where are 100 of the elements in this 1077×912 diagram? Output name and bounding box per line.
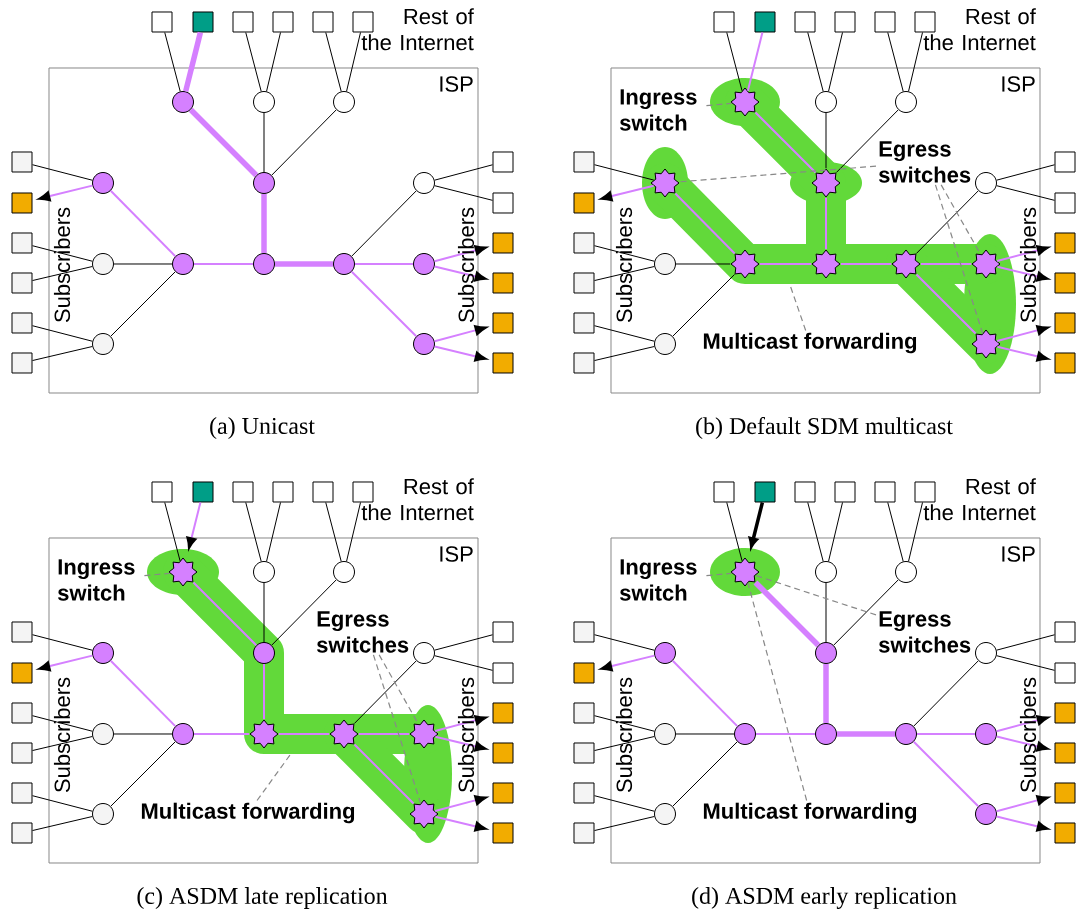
- link-line: [996, 185, 1055, 201]
- link-line: [434, 634, 493, 651]
- host-square: [1054, 662, 1076, 684]
- arrow: [38, 184, 94, 202]
- callout-text: Egress switches: [317, 611, 409, 653]
- switch-circle: [654, 642, 676, 664]
- link-line: [594, 325, 655, 342]
- host-square: [573, 702, 595, 724]
- switch-circle: [654, 723, 676, 745]
- host-square: [11, 621, 33, 643]
- link-line: [245, 32, 262, 92]
- switch-circle: [895, 561, 917, 583]
- host-square: [573, 621, 595, 643]
- switch-circle: [413, 333, 435, 355]
- host-square: [492, 232, 514, 254]
- link-line: [837, 731, 895, 737]
- switch-star: [891, 249, 921, 279]
- arrow: [434, 735, 487, 752]
- switch-circle: [413, 172, 435, 194]
- switch-star: [329, 719, 359, 749]
- link-line: [32, 325, 93, 342]
- link-line: [825, 582, 827, 643]
- switch-star: [971, 249, 1001, 279]
- host-square: [492, 782, 514, 804]
- leader-line: [143, 572, 171, 577]
- link-line: [271, 109, 337, 176]
- switch-circle: [895, 91, 917, 113]
- arrow: [600, 184, 655, 202]
- link-line: [828, 32, 843, 92]
- arrow: [433, 245, 487, 263]
- host-square: [192, 11, 214, 33]
- link-line: [996, 164, 1055, 181]
- link-line: [271, 579, 337, 646]
- link-line: [110, 271, 176, 337]
- region-label: Rest of the Internet: [361, 478, 474, 521]
- leader-line: [789, 284, 807, 332]
- arrow: [995, 715, 1049, 733]
- switch-circle: [815, 561, 837, 583]
- link-line: [183, 31, 204, 92]
- host-square: [492, 192, 514, 214]
- link-line: [726, 32, 743, 92]
- link-line: [32, 164, 93, 181]
- host-square: [11, 702, 33, 724]
- callout-text: Egress switches: [879, 611, 971, 653]
- host-square: [713, 11, 735, 33]
- link-line: [353, 660, 417, 725]
- link-line: [357, 733, 411, 735]
- host-square: [151, 481, 173, 503]
- link-line: [32, 795, 93, 812]
- host-square: [573, 822, 595, 844]
- link-line: [674, 192, 736, 255]
- link-line: [325, 502, 342, 562]
- region-label: Rest of the Internet: [923, 8, 1036, 51]
- link-line: [346, 32, 361, 92]
- host-square: [492, 272, 514, 294]
- link-line: [594, 634, 655, 651]
- link-line: [996, 655, 1055, 671]
- host-square: [713, 481, 735, 503]
- link-line: [277, 733, 331, 735]
- link-line: [828, 502, 843, 562]
- switch-circle: [654, 333, 676, 355]
- link-line: [192, 581, 258, 647]
- callout-text: Multicast forwarding: [703, 802, 917, 824]
- link-line: [996, 634, 1055, 651]
- link-line: [266, 32, 281, 92]
- host-square: [11, 272, 33, 294]
- link-line: [275, 261, 333, 267]
- host-square: [272, 11, 294, 33]
- host-square: [11, 742, 33, 764]
- link-line: [110, 741, 176, 807]
- host-square: [11, 312, 33, 334]
- link-line: [164, 502, 181, 562]
- link-line: [346, 502, 361, 562]
- host-square: [914, 481, 936, 503]
- host-square: [492, 312, 514, 334]
- switch-circle: [815, 642, 837, 664]
- leader-line: [747, 582, 808, 802]
- link-line: [32, 245, 93, 262]
- switch-star: [971, 329, 1001, 359]
- link-line: [266, 502, 281, 562]
- host-square: [11, 192, 33, 214]
- leader-line: [934, 184, 984, 334]
- switch-circle: [413, 253, 435, 275]
- host-square: [151, 11, 173, 33]
- host-square: [492, 742, 514, 764]
- link-line: [32, 634, 93, 651]
- switch-circle: [92, 803, 114, 825]
- switch-star: [249, 719, 279, 749]
- leader-line: [256, 754, 291, 802]
- host-square: [192, 481, 214, 503]
- host-square: [492, 151, 514, 173]
- callout-text: Multicast forwarding: [703, 332, 917, 354]
- host-square: [232, 481, 254, 503]
- host-square: [573, 272, 595, 294]
- switch-circle: [975, 172, 997, 194]
- link-line: [823, 664, 829, 723]
- host-square: [874, 481, 896, 503]
- host-square: [754, 481, 776, 503]
- link-line: [193, 263, 254, 265]
- host-square: [1054, 352, 1076, 374]
